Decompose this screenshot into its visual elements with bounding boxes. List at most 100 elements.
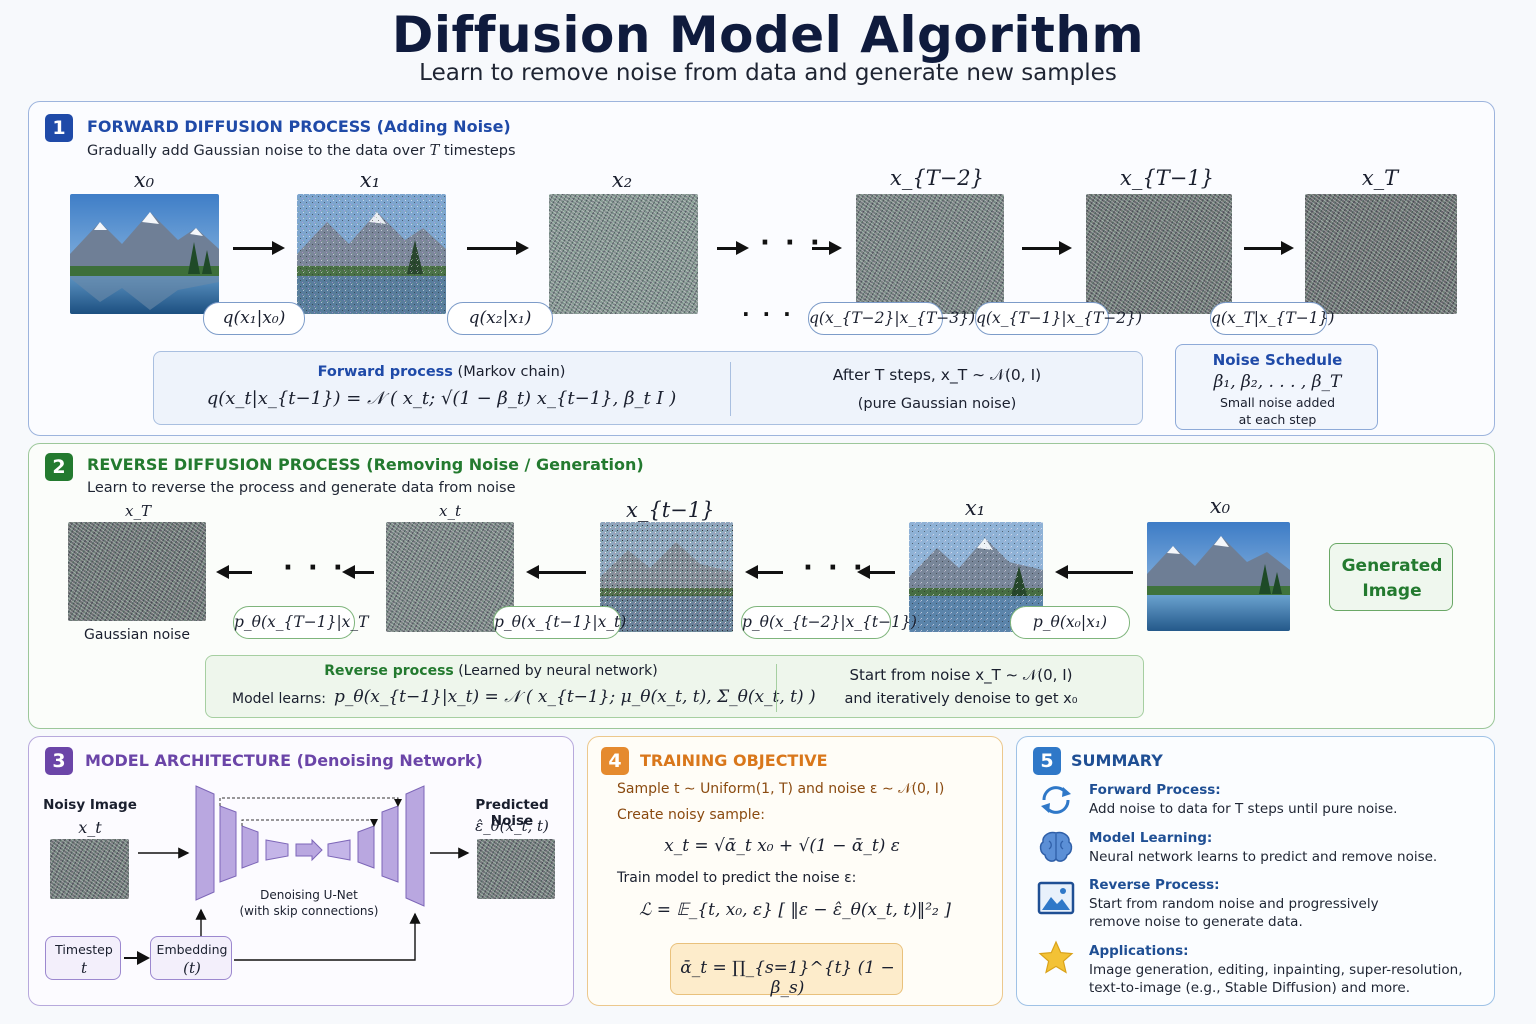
forward-markov-label: Forward process (Markov chain) [317, 364, 566, 380]
reverse-conditional-pT: p_θ(x_{T−1}|x_T [233, 606, 369, 639]
forward-label-x0: x₀ [133, 168, 155, 192]
unet-label-1: Denoising U-Net [260, 888, 358, 902]
reverse-ellipsis-1: · · · [283, 553, 346, 583]
forward-after-sub: (pure Gaussian noise) [857, 396, 1017, 412]
training-objective-panel: 4 TRAINING OBJECTIVE [587, 736, 1003, 1006]
very-noisy-image [856, 194, 1004, 314]
embedding-var: (t) [183, 959, 201, 977]
summary-item-forward-text: Add noise to data for T steps until pure… [1089, 801, 1398, 817]
gaussian-noise-caption: Gaussian noise [84, 627, 190, 643]
summary-section-title: SUMMARY [1071, 751, 1163, 770]
summary-item-applications-text-2: text-to-image (e.g., Stable Diffusion) a… [1089, 980, 1411, 996]
architecture-noisy-input [50, 839, 129, 899]
noise-schedule-text-1: Small noise added [1219, 395, 1336, 410]
reverse-label-xt-1: x_{t−1} [626, 498, 715, 522]
forward-arrow-4 [812, 241, 842, 255]
summary-item-applications-title: Applications: [1089, 943, 1189, 959]
reverse-label-x1: x₁ [964, 496, 986, 520]
training-section-title: TRAINING OBJECTIVE [640, 751, 828, 770]
noisy-image-label: Noisy Image [43, 797, 137, 813]
reverse-conditional-p0: p_θ(x₀|x₁) [1010, 606, 1130, 639]
forward-section-title: FORWARD DIFFUSION PROCESS (Adding Noise) [87, 117, 511, 136]
forward-label-xT: x_T [1361, 166, 1399, 190]
noisy-image-var: x_t [78, 818, 102, 837]
page-title: Diffusion Model Algorithm [391, 6, 1145, 64]
reverse-arrow-3 [526, 565, 586, 579]
forward-conditional-qT-2: q(x_{T−2}|x_{T−3}) [808, 302, 975, 335]
reverse-arrow-1 [216, 565, 252, 579]
embedding-box: Embedding (t) [150, 936, 232, 980]
page-subtitle: Learn to remove noise from data and gene… [419, 60, 1117, 86]
reverse-process-label: Reverse process (Learned by neural netwo… [324, 663, 658, 679]
predicted-noise-var: ε̂_θ(x_t, t) [475, 817, 549, 835]
training-loss-formula: ℒ = 𝔼_{t, x₀, ε} [ ‖ε − ε̂_θ(x_t, t)‖²₂ … [639, 900, 951, 920]
forward-box-divider [730, 362, 731, 416]
summary-panel: 5 SUMMARY [1016, 736, 1495, 1006]
training-predict-label: Train model to predict the noise ε: [617, 870, 857, 886]
forward-label-x2: x₂ [611, 168, 633, 192]
forward-ellipsis: · · · [760, 228, 823, 258]
forward-arrow-3 [717, 241, 749, 255]
forward-arrow-6 [1244, 241, 1294, 255]
summary-item-reverse-text-1: Start from random noise and progressivel… [1089, 896, 1379, 912]
generated-clean-image [1147, 522, 1290, 631]
summary-item-model-title: Model Learning: [1089, 830, 1213, 846]
reverse-model-formula: p_θ(x_{t−1}|x_t) = 𝒩 ( x_{t−1}; μ_θ(x_t,… [334, 687, 816, 707]
training-noisy-sample-formula: x_t = √ᾱ_t x₀ + √(1 − ᾱ_t) ε [664, 836, 900, 856]
alpha-bar-box: ᾱ_t = ∏_{s=1}^{t} (1 − β_s) [670, 943, 903, 998]
reverse-label-xt: x_t [439, 502, 461, 520]
forward-conditional-q1: q(x₁|x₀) [203, 302, 305, 335]
summary-item-model-text: Neural network learns to predict and rem… [1089, 849, 1438, 865]
model-learns-label: Model learns: [232, 691, 326, 707]
reverse-arrow-4 [745, 565, 783, 579]
forward-after-text: After T steps, x_T ∼ 𝒩(0, I) [832, 366, 1042, 384]
reverse-section-number: 2 [45, 453, 73, 481]
reverse-label-x0: x₀ [1209, 494, 1231, 518]
reverse-section-subtitle: Learn to reverse the process and generat… [87, 480, 516, 496]
forward-label-xT-2: x_{T−2} [890, 166, 985, 190]
timestep-to-embedding-arrow [124, 952, 150, 963]
noise-schedule-text-2: at each step [1238, 412, 1317, 427]
summary-item-forward-title: Forward Process: [1089, 782, 1221, 798]
architecture-predicted-noise [477, 839, 555, 899]
forward-label-x1: x₁ [359, 168, 381, 192]
brain-icon [1039, 831, 1073, 862]
timestep-label: Timestep [55, 942, 113, 957]
unet-label-2: (with skip connections) [239, 904, 379, 918]
forward-arrow-1 [233, 241, 285, 255]
reverse-arrow-6 [1055, 565, 1133, 579]
forward-markov-box: Forward process (Markov chain) q(x_t|x_{… [153, 351, 1143, 425]
forward-conditional-qT: q(x_T|x_{T−1}) [1210, 302, 1334, 335]
unet-diagram [138, 785, 470, 961]
pure-noise-image [1305, 194, 1457, 314]
clean-landscape-image [70, 194, 219, 314]
forward-conditional-ellipsis: · · · [742, 302, 794, 326]
reverse-partially-denoised-image [600, 522, 733, 632]
reverse-arrow-5 [857, 565, 895, 579]
forward-conditional-q2: q(x₂|x₁) [447, 302, 553, 335]
forward-markov-formula: q(x_t|x_{t−1}) = 𝒩 ( x_t; √(1 − β_t) x_{… [206, 388, 677, 409]
image-icon [1037, 881, 1075, 915]
noisier-image [549, 194, 698, 314]
reverse-label-xT: x_T [125, 502, 151, 520]
reverse-conditional-pt: p_θ(x_{t−1}|x_t) [493, 606, 626, 639]
noise-schedule-title: Noise Schedule [1212, 351, 1343, 369]
training-sample-line: Sample t ∼ Uniform(1, T) and noise ε ∼ 𝒩… [617, 781, 945, 797]
reverse-ellipsis-2: · · · [803, 553, 866, 583]
reverse-start-sub: and iteratively denoise to get x₀ [844, 691, 1078, 707]
summary-item-reverse-text-2: remove noise to generate data. [1089, 914, 1303, 930]
summary-item-reverse-title: Reverse Process: [1089, 877, 1220, 893]
noise-schedule-box: Noise Schedule β₁, β₂, . . . , β_T Small… [1175, 344, 1378, 430]
forward-arrow-2 [467, 241, 529, 255]
training-section-number: 4 [601, 747, 629, 775]
generated-label-2: Image [1362, 581, 1422, 601]
embedding-label: Embedding [156, 942, 228, 957]
reverse-start-text: Start from noise x_T ∼ 𝒩(0, I) [849, 666, 1073, 684]
predicted-noise-label: Predicted Noise [475, 797, 549, 829]
noise-schedule-formula: β₁, β₂, . . . , β_T [1213, 372, 1342, 392]
reverse-process-box: Reverse process (Learned by neural netwo… [205, 655, 1144, 718]
forward-label-xT-1: x_{T−1} [1120, 166, 1215, 190]
forward-section-subtitle: Gradually add Gaussian noise to the data… [87, 143, 516, 159]
timestep-var: t [80, 959, 88, 977]
almost-pure-noise-image [1086, 194, 1232, 314]
